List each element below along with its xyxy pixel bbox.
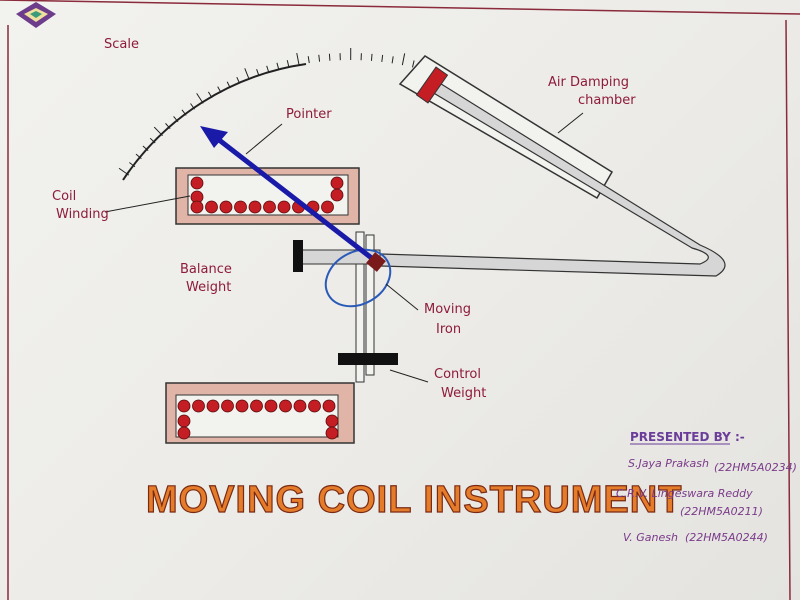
pointer-label: Pointer (286, 107, 332, 122)
coil-conductor-dot (321, 200, 334, 214)
coil-conductor-dot (205, 200, 218, 214)
coil-conductor-dot (330, 176, 344, 190)
coil-conductor-dot (177, 414, 191, 428)
coil-label-1: Coil (52, 189, 76, 204)
air-damping-label-2: chamber (578, 93, 636, 108)
coil-conductor-dot (248, 200, 262, 214)
coil-conductor-dot (308, 399, 321, 413)
border-top (0, 0, 800, 15)
coil-conductor-dot (279, 399, 292, 413)
control-weight-label-2: Weight (441, 386, 486, 401)
pointer-needle (200, 126, 386, 272)
moving-iron-ellipse (324, 248, 392, 308)
coil-conductor-dot (277, 200, 291, 214)
presenters-heading: PRESENTED BY :- (630, 430, 745, 444)
moving-iron-label-2: Iron (436, 322, 461, 337)
leader-lines (104, 112, 584, 383)
poster-title: MOVING COIL INSTRUMENT (146, 479, 682, 521)
coil-conductor-dot (221, 399, 234, 413)
presenter-1-name: S.Jaya Prakash (628, 457, 709, 470)
coil-conductor-dot (325, 426, 339, 440)
coil-conductor-dot (250, 399, 263, 413)
scale-arc (118, 47, 446, 181)
coil-conductor-dot (264, 399, 278, 413)
presenter-3-name: V. Ganesh (623, 531, 678, 544)
balance-weight-label-2: Weight (186, 280, 231, 295)
coil-conductor-dot (192, 399, 205, 413)
presenter-2-id: (22HM5A0211) (680, 505, 763, 518)
presenter-2-name: C.R.V. Lingeswara Reddy (616, 487, 753, 500)
control-weight-label-1: Control (434, 367, 481, 382)
coil-conductor-dot (206, 399, 220, 413)
coil-conductor-dot (177, 426, 191, 440)
coil-winding-top (175, 167, 360, 225)
coil-conductor-dot (330, 188, 344, 202)
coil-conductor-dot (293, 399, 307, 413)
control-weight-block (338, 353, 398, 365)
corner-ornament-icon (16, 2, 56, 28)
scale-label: Scale (104, 37, 139, 52)
moving-iron-label-1: Moving (424, 302, 471, 317)
coil-conductor-dot (190, 176, 204, 190)
border-right (785, 19, 791, 600)
coil-conductor-dot (234, 200, 247, 214)
presenter-1-id: (22HM5A0234) (714, 461, 797, 474)
coil-conductor-dot (190, 200, 204, 214)
coil-conductor-dot (263, 200, 276, 214)
spindle-shaft (299, 231, 381, 383)
coil-label-2: Winding (56, 207, 109, 222)
presenter-3-id: (22HM5A0244) (685, 531, 768, 544)
balance-weight-label-1: Balance (180, 262, 232, 277)
coil-winding-bottom (165, 382, 355, 444)
coil-conductor-dot (325, 414, 339, 428)
air-damping-label-1: Air Damping (548, 75, 629, 90)
coil-conductor-dot (177, 399, 191, 413)
coil-conductor-dot (219, 200, 233, 214)
balance-weight-block (293, 240, 303, 272)
scale-ticks (118, 47, 446, 176)
coil-conductor-dot (322, 399, 336, 413)
coil-conductor-dot (235, 399, 249, 413)
